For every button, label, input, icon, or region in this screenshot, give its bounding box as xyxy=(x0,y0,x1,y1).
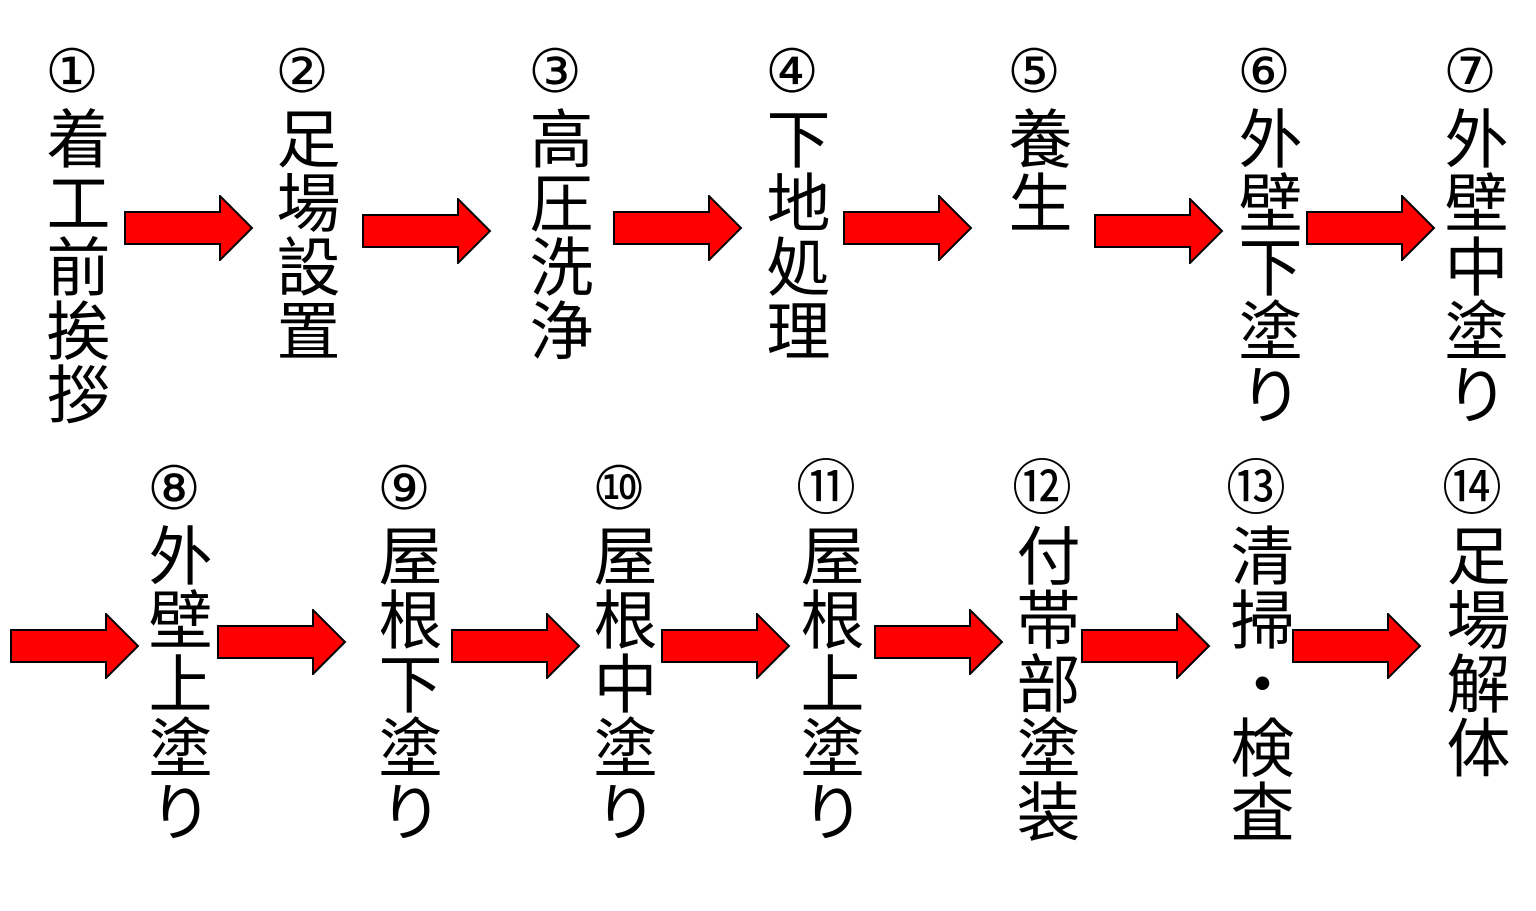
step-12-label: 付帯部塗装 xyxy=(1005,523,1080,843)
step-10-label: 屋根中塗り xyxy=(582,523,657,843)
step-6: ⑥ 外壁下塗り xyxy=(1222,38,1306,426)
step-4: ④ 下地処理 xyxy=(750,38,834,362)
step-8-number: ⑧ xyxy=(147,454,201,524)
step-7-label: 外壁中塗り xyxy=(1433,106,1508,426)
step-12-number: ⑫ xyxy=(1012,454,1072,524)
step-6-number: ⑥ xyxy=(1237,37,1291,107)
step-9-label: 屋根下塗り xyxy=(367,523,442,843)
step-12: ⑫ 付帯部塗装 xyxy=(1000,455,1084,843)
step-9: ⑨ 屋根下塗り xyxy=(362,455,446,843)
step-8: ⑧ 外壁上塗り xyxy=(132,455,216,843)
step-11-number: ⑪ xyxy=(796,454,856,524)
arrow-right-icon xyxy=(451,613,581,679)
arrow-right-icon xyxy=(124,195,254,261)
step-3-number: ③ xyxy=(528,37,582,107)
step-14-number: ⑭ xyxy=(1442,454,1502,524)
step-5-number: ⑤ xyxy=(1007,37,1061,107)
step-5: ⑤ 養生 xyxy=(992,38,1076,234)
step-6-label: 外壁下塗り xyxy=(1227,106,1302,426)
step-7: ⑦ 外壁中塗り xyxy=(1428,38,1512,426)
arrow-right-icon xyxy=(661,613,791,679)
step-1: ① 着工前挨拶 xyxy=(30,38,114,426)
arrow-right-icon xyxy=(10,613,140,679)
step-2: ② 足場設置 xyxy=(260,38,344,362)
arrow-right-icon xyxy=(1081,613,1211,679)
arrow-right-icon xyxy=(874,609,1004,675)
step-13: ⑬ 清掃・検査 xyxy=(1214,455,1298,843)
step-4-number: ④ xyxy=(765,37,819,107)
step-1-number: ① xyxy=(45,37,99,107)
arrow-right-icon xyxy=(1094,198,1224,264)
step-7-number: ⑦ xyxy=(1443,37,1497,107)
step-14-label: 足場解体 xyxy=(1435,523,1510,779)
arrow-right-icon xyxy=(362,198,492,264)
arrow-right-icon xyxy=(613,195,743,261)
step-11-label: 屋根上塗り xyxy=(789,523,864,843)
step-2-number: ② xyxy=(275,37,329,107)
step-8-label: 外壁上塗り xyxy=(137,523,212,843)
step-3-label: 高圧洗浄 xyxy=(518,106,593,362)
step-5-label: 養生 xyxy=(997,106,1072,234)
step-13-number: ⑬ xyxy=(1226,454,1286,524)
step-10-number: ⑩ xyxy=(592,454,646,524)
step-4-label: 下地処理 xyxy=(755,106,830,362)
step-2-label: 足場設置 xyxy=(265,106,340,362)
step-9-number: ⑨ xyxy=(377,454,431,524)
step-14: ⑭ 足場解体 xyxy=(1430,455,1514,779)
arrow-right-icon xyxy=(1292,613,1422,679)
arrow-right-icon xyxy=(217,609,347,675)
step-10: ⑩ 屋根中塗り xyxy=(577,455,661,843)
step-1-label: 着工前挨拶 xyxy=(35,106,110,426)
step-3: ③ 高圧洗浄 xyxy=(513,38,597,362)
step-11: ⑪ 屋根上塗り xyxy=(784,455,868,843)
arrow-right-icon xyxy=(1306,195,1436,261)
step-13-label: 清掃・検査 xyxy=(1219,523,1294,843)
arrow-right-icon xyxy=(843,195,973,261)
